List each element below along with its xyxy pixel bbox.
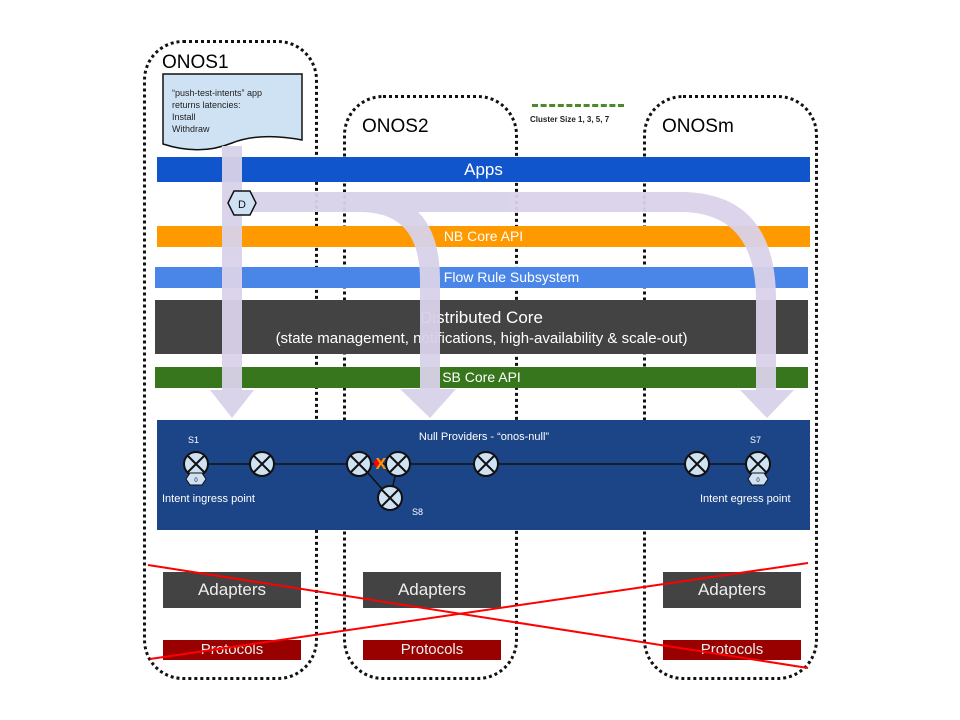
distributor-hexagon (227, 190, 257, 216)
arrow-onos2-head (400, 389, 456, 418)
nb-core-api-label: NB Core API (443, 228, 524, 244)
legend-label: Cluster Size 1, 3, 5, 7 (530, 115, 610, 124)
switch-icon (377, 485, 403, 511)
sb-core-api-label: SB Core API (442, 369, 521, 385)
flow-rule-subsystem-label: Flow Rule Subsystem (443, 269, 580, 285)
onos1-title: ONOS1 (162, 52, 229, 73)
switch-icon (745, 451, 771, 477)
cross-out-line (149, 562, 809, 660)
cluster-size-legend: Cluster Size 1, 3, 5, 7 (530, 104, 630, 124)
switch-icon (684, 451, 710, 477)
host-ingress-hexagon (185, 472, 207, 486)
apps-layer: Apps (157, 157, 810, 182)
host-egress-hexagon (747, 472, 769, 486)
flow-rule-subsystem-layer: Flow Rule Subsystem (155, 267, 808, 288)
arrow-onosm-head (740, 390, 794, 418)
switch-icon (346, 451, 372, 477)
cross-out-line (147, 564, 809, 669)
app-note-line-1: “push-test-intents” app (172, 88, 262, 98)
switch-icon (183, 451, 209, 477)
arrow-onos1-shaft (222, 146, 242, 390)
switch-icon (385, 451, 411, 477)
distributed-core-layer: Distributed Core (state management, noti… (155, 300, 808, 354)
apps-label: Apps (464, 160, 503, 179)
app-note-shape (162, 73, 303, 151)
legend-dashed-line (532, 104, 624, 107)
ingress-point-label: Intent ingress point (162, 493, 255, 505)
arrow-onos1-head (210, 390, 254, 418)
nb-core-api-layer: NB Core API (157, 226, 810, 247)
adapters-label: Adapters (397, 580, 467, 599)
link-failure-dot (374, 459, 382, 467)
distributed-core-title: Distributed Core (420, 308, 543, 327)
protocols-label: Protocols (400, 641, 464, 658)
switch-icon (249, 451, 275, 477)
onos2-title: ONOS2 (362, 116, 429, 137)
null-providers-label: Null Providers - “onos-null” (419, 431, 550, 443)
link-failure-x: X (376, 456, 387, 473)
sb-core-api-layer: SB Core API (155, 367, 808, 388)
switch-icon (473, 451, 499, 477)
host-egress-label: 0 (756, 478, 760, 484)
distributor-label: D (238, 199, 246, 211)
onosm-title: ONOSm (662, 116, 734, 137)
onos2-protocols: Protocols (363, 640, 501, 660)
app-note-line-4: Withdraw (172, 124, 210, 134)
app-note-line-2: returns latencies: (172, 100, 241, 110)
distributed-core-subtitle: (state management, notifications, high-a… (275, 330, 688, 347)
app-note-line-3: Install (172, 112, 196, 122)
arrow-onos2-curve (300, 192, 440, 390)
adapters-label: Adapters (697, 580, 767, 599)
onos1-node-box (143, 40, 318, 680)
egress-point-label: Intent egress point (700, 493, 791, 505)
arrow-onosm-curve (380, 192, 776, 392)
adapters-label: Adapters (197, 580, 267, 599)
switch-s1-label: S1 (188, 435, 199, 445)
host-ingress-label: 0 (194, 478, 198, 484)
onosm-adapters: Adapters (663, 572, 801, 608)
switch-s8-label: S8 (412, 507, 423, 517)
switch-s7-label: S7 (750, 435, 761, 445)
onos1-protocols: Protocols (163, 640, 301, 660)
